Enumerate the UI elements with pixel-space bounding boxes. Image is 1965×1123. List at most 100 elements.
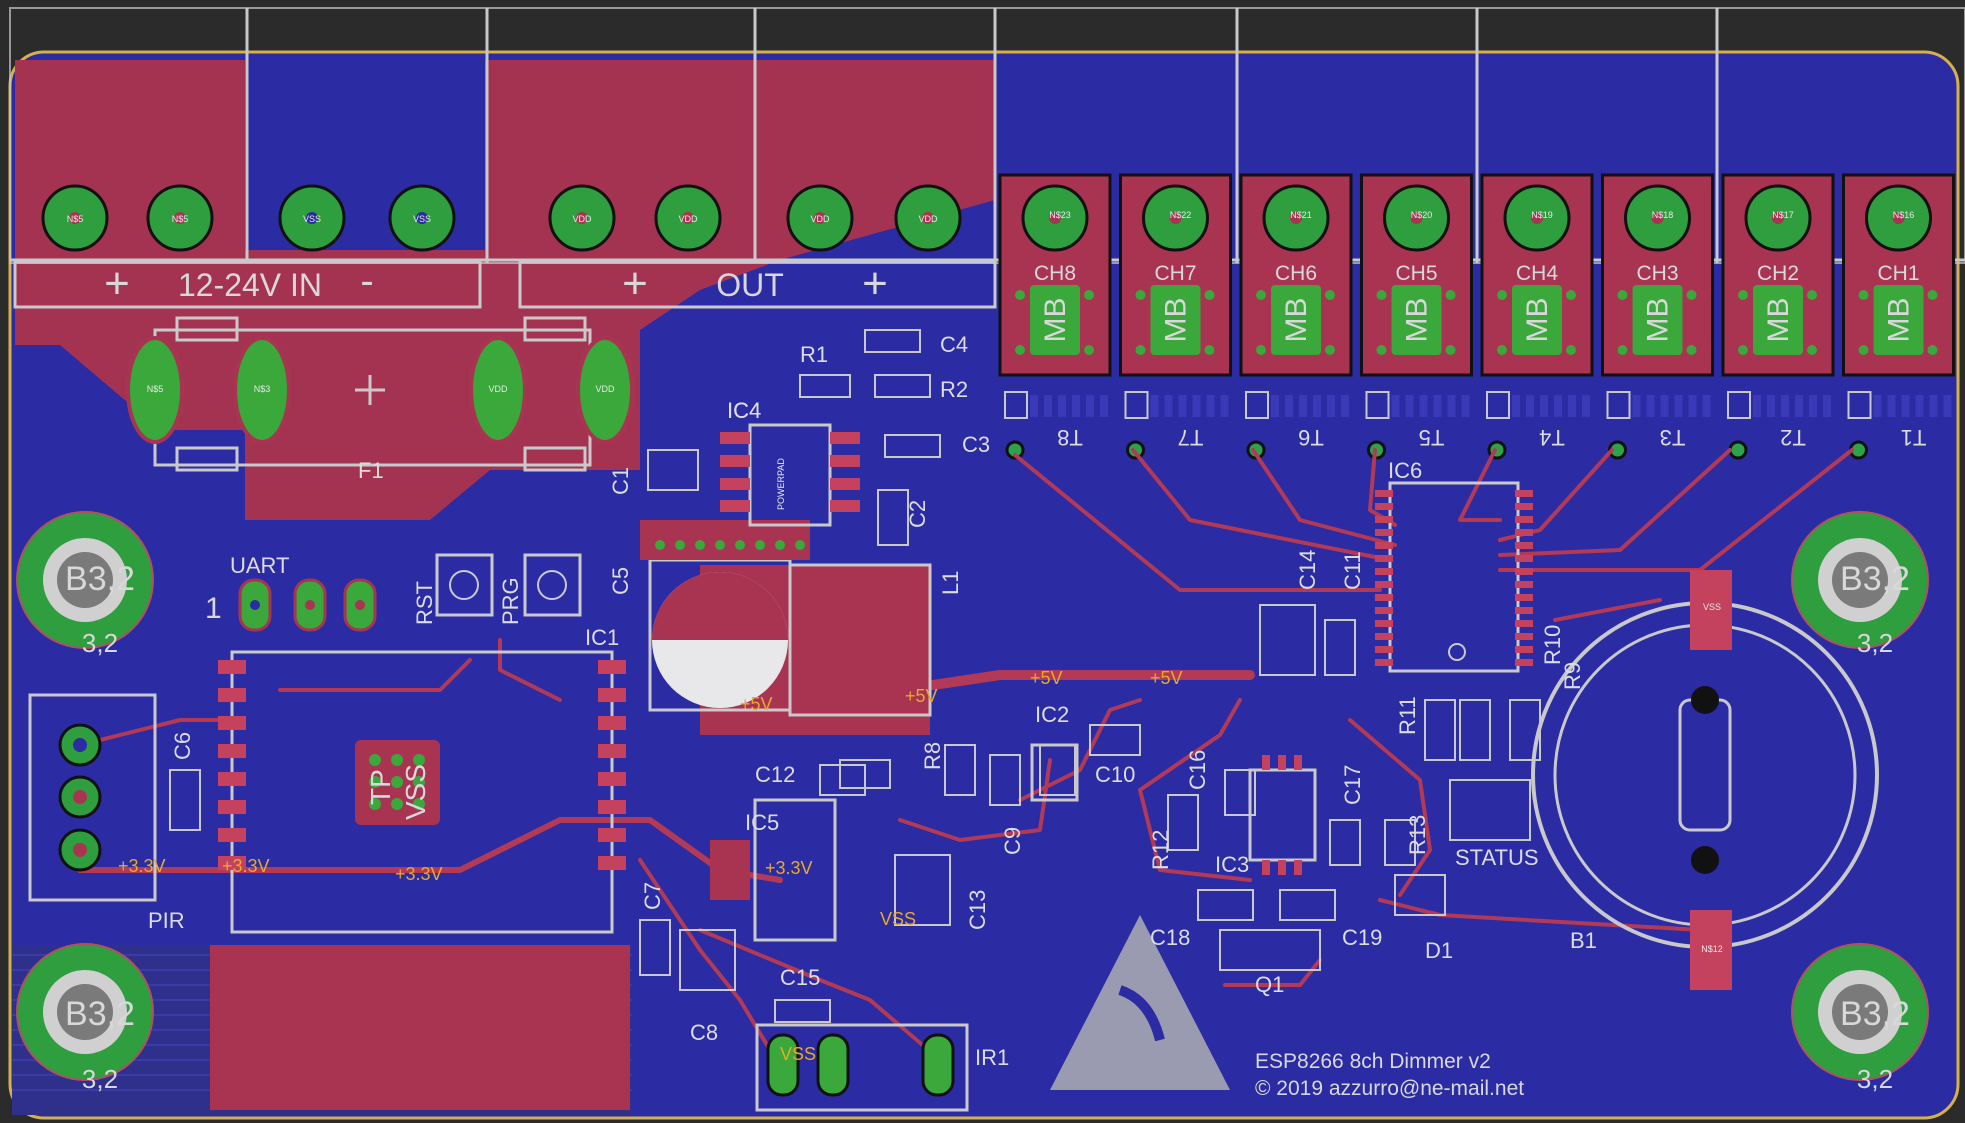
component-ref-r2: R2: [940, 377, 968, 402]
mosfet-ref: T3: [1660, 425, 1686, 450]
mosfet-pad: [1150, 285, 1201, 355]
mosfet-pad: [1391, 285, 1442, 355]
smd-passives: [169, 329, 1541, 1023]
mosfet-label: MB: [1883, 298, 1916, 343]
terminal-screw-pads: [41, 184, 962, 252]
pad-label: N$5: [67, 214, 84, 224]
component-ref-r11: R11: [1395, 696, 1420, 735]
mosfet-ref: T2: [1780, 425, 1806, 450]
channel-net-label: N$20: [1411, 210, 1433, 220]
component-ref-c2: C2: [905, 500, 930, 528]
b1-label: B1: [1570, 928, 1597, 953]
net-label: VSS: [880, 909, 916, 929]
mosfet-label: MB: [1280, 298, 1313, 343]
component-ref-c8: C8: [690, 1020, 718, 1045]
component-ref-c4: C4: [940, 332, 968, 357]
mosfet-label: MB: [1762, 298, 1795, 343]
component-ref-c17: C17: [1340, 765, 1365, 805]
mosfet-ref: T5: [1419, 425, 1445, 450]
channel-net-label: N$17: [1772, 210, 1794, 220]
channel-label: CH6: [1275, 262, 1317, 285]
ic4-label: IC4: [727, 398, 761, 423]
mount-hole-sub: 3,2: [1857, 628, 1893, 658]
component-ref-c7: C7: [640, 882, 665, 910]
mosfet-pad: [1753, 285, 1803, 355]
fuse-holder-f1: [126, 316, 634, 472]
channel-net-label: N$23: [1049, 210, 1071, 220]
ic4-outline: [748, 423, 832, 527]
mounting-holes: [16, 511, 1929, 1081]
ir-header: [755, 1023, 969, 1112]
component-ref-ic3: IC3: [1215, 852, 1249, 877]
mount-hole-label: B3,2: [1840, 995, 1910, 1033]
component-ref-ic1: IC1: [585, 625, 619, 650]
net-label: +5V: [1030, 668, 1063, 688]
power-in-minus-label: -: [360, 259, 373, 303]
component-ref-l1: L1: [938, 571, 963, 595]
net-label: +5V: [740, 694, 773, 714]
uart-header: [238, 578, 377, 632]
component-ref-r12: R12: [1148, 830, 1173, 870]
f1-label: F1: [358, 458, 384, 483]
channel-label: CH3: [1636, 262, 1678, 285]
mosfet-pad: [1632, 285, 1683, 355]
channel-net-label: N$18: [1652, 210, 1674, 220]
mosfet-label: MB: [1401, 298, 1434, 343]
component-ref-c19: C19: [1342, 925, 1382, 950]
mount-hole-sub: 3,2: [1857, 1064, 1893, 1094]
net-label: +5V: [905, 686, 938, 706]
pad-label: VDD: [810, 214, 830, 224]
pad-label: VSS: [303, 214, 321, 224]
component-ref-c5: C5: [608, 567, 633, 595]
prg-button: [523, 553, 582, 617]
mosfet-label: MB: [1160, 298, 1193, 343]
ir-label: IR1: [975, 1045, 1009, 1070]
power-in-label: 12-24V IN: [178, 267, 322, 303]
mosfet-label: MB: [1039, 298, 1072, 343]
board-copyright: © 2019 azzurro@ne-mail.net: [1255, 1077, 1524, 1100]
pad-label: VSS: [413, 214, 431, 224]
battery-pad-label: VSS: [1703, 602, 1721, 612]
component-ref-c1: C1: [608, 467, 633, 495]
component-ref-ic5: IC5: [745, 810, 779, 835]
channel-net-label: N$19: [1531, 210, 1553, 220]
component-ref-c3: C3: [962, 432, 990, 457]
mosfet-pad: [1512, 285, 1562, 355]
component-ref-c12: C12: [755, 762, 795, 787]
mosfet-pad: [1030, 285, 1080, 355]
component-ref-ic4: IC4: [727, 398, 761, 423]
component-ref-c6: C6: [170, 732, 195, 760]
esd-logo: [1050, 915, 1230, 1090]
power-in-plus-label: +: [104, 259, 130, 308]
channel-label: CH1: [1877, 262, 1919, 285]
ic4-pad-label: POWERPAD: [776, 458, 786, 510]
component-ref-r8: R8: [920, 742, 945, 770]
battery-holder-b1: [1531, 570, 1879, 990]
component-ref-c18: C18: [1150, 925, 1190, 950]
pir-header: [28, 693, 157, 902]
net-label: +3.3V: [118, 856, 166, 876]
mosfet-label: MB: [1642, 298, 1675, 343]
mosfet-ref: T1: [1901, 425, 1927, 450]
ic2-outline: [1030, 743, 1079, 802]
net-label: +5V: [1150, 668, 1183, 688]
net-label: +3.3V: [395, 864, 443, 884]
component-ref-r1: R1: [800, 342, 828, 367]
component-ref-c15: C15: [780, 965, 820, 990]
rst-label: RST: [412, 581, 437, 625]
component-ref-r9: R9: [1560, 662, 1585, 690]
pad-label: VDD: [572, 214, 592, 224]
component-ref-ic6: IC6: [1388, 458, 1422, 483]
channel-label: CH7: [1154, 262, 1196, 285]
uart-label: UART: [230, 553, 290, 578]
mosfet-ref: T8: [1057, 425, 1083, 450]
channel-label: CH4: [1516, 262, 1558, 285]
mount-hole-sub: 3,2: [82, 1064, 118, 1094]
net-label: +3.3V: [222, 856, 270, 876]
